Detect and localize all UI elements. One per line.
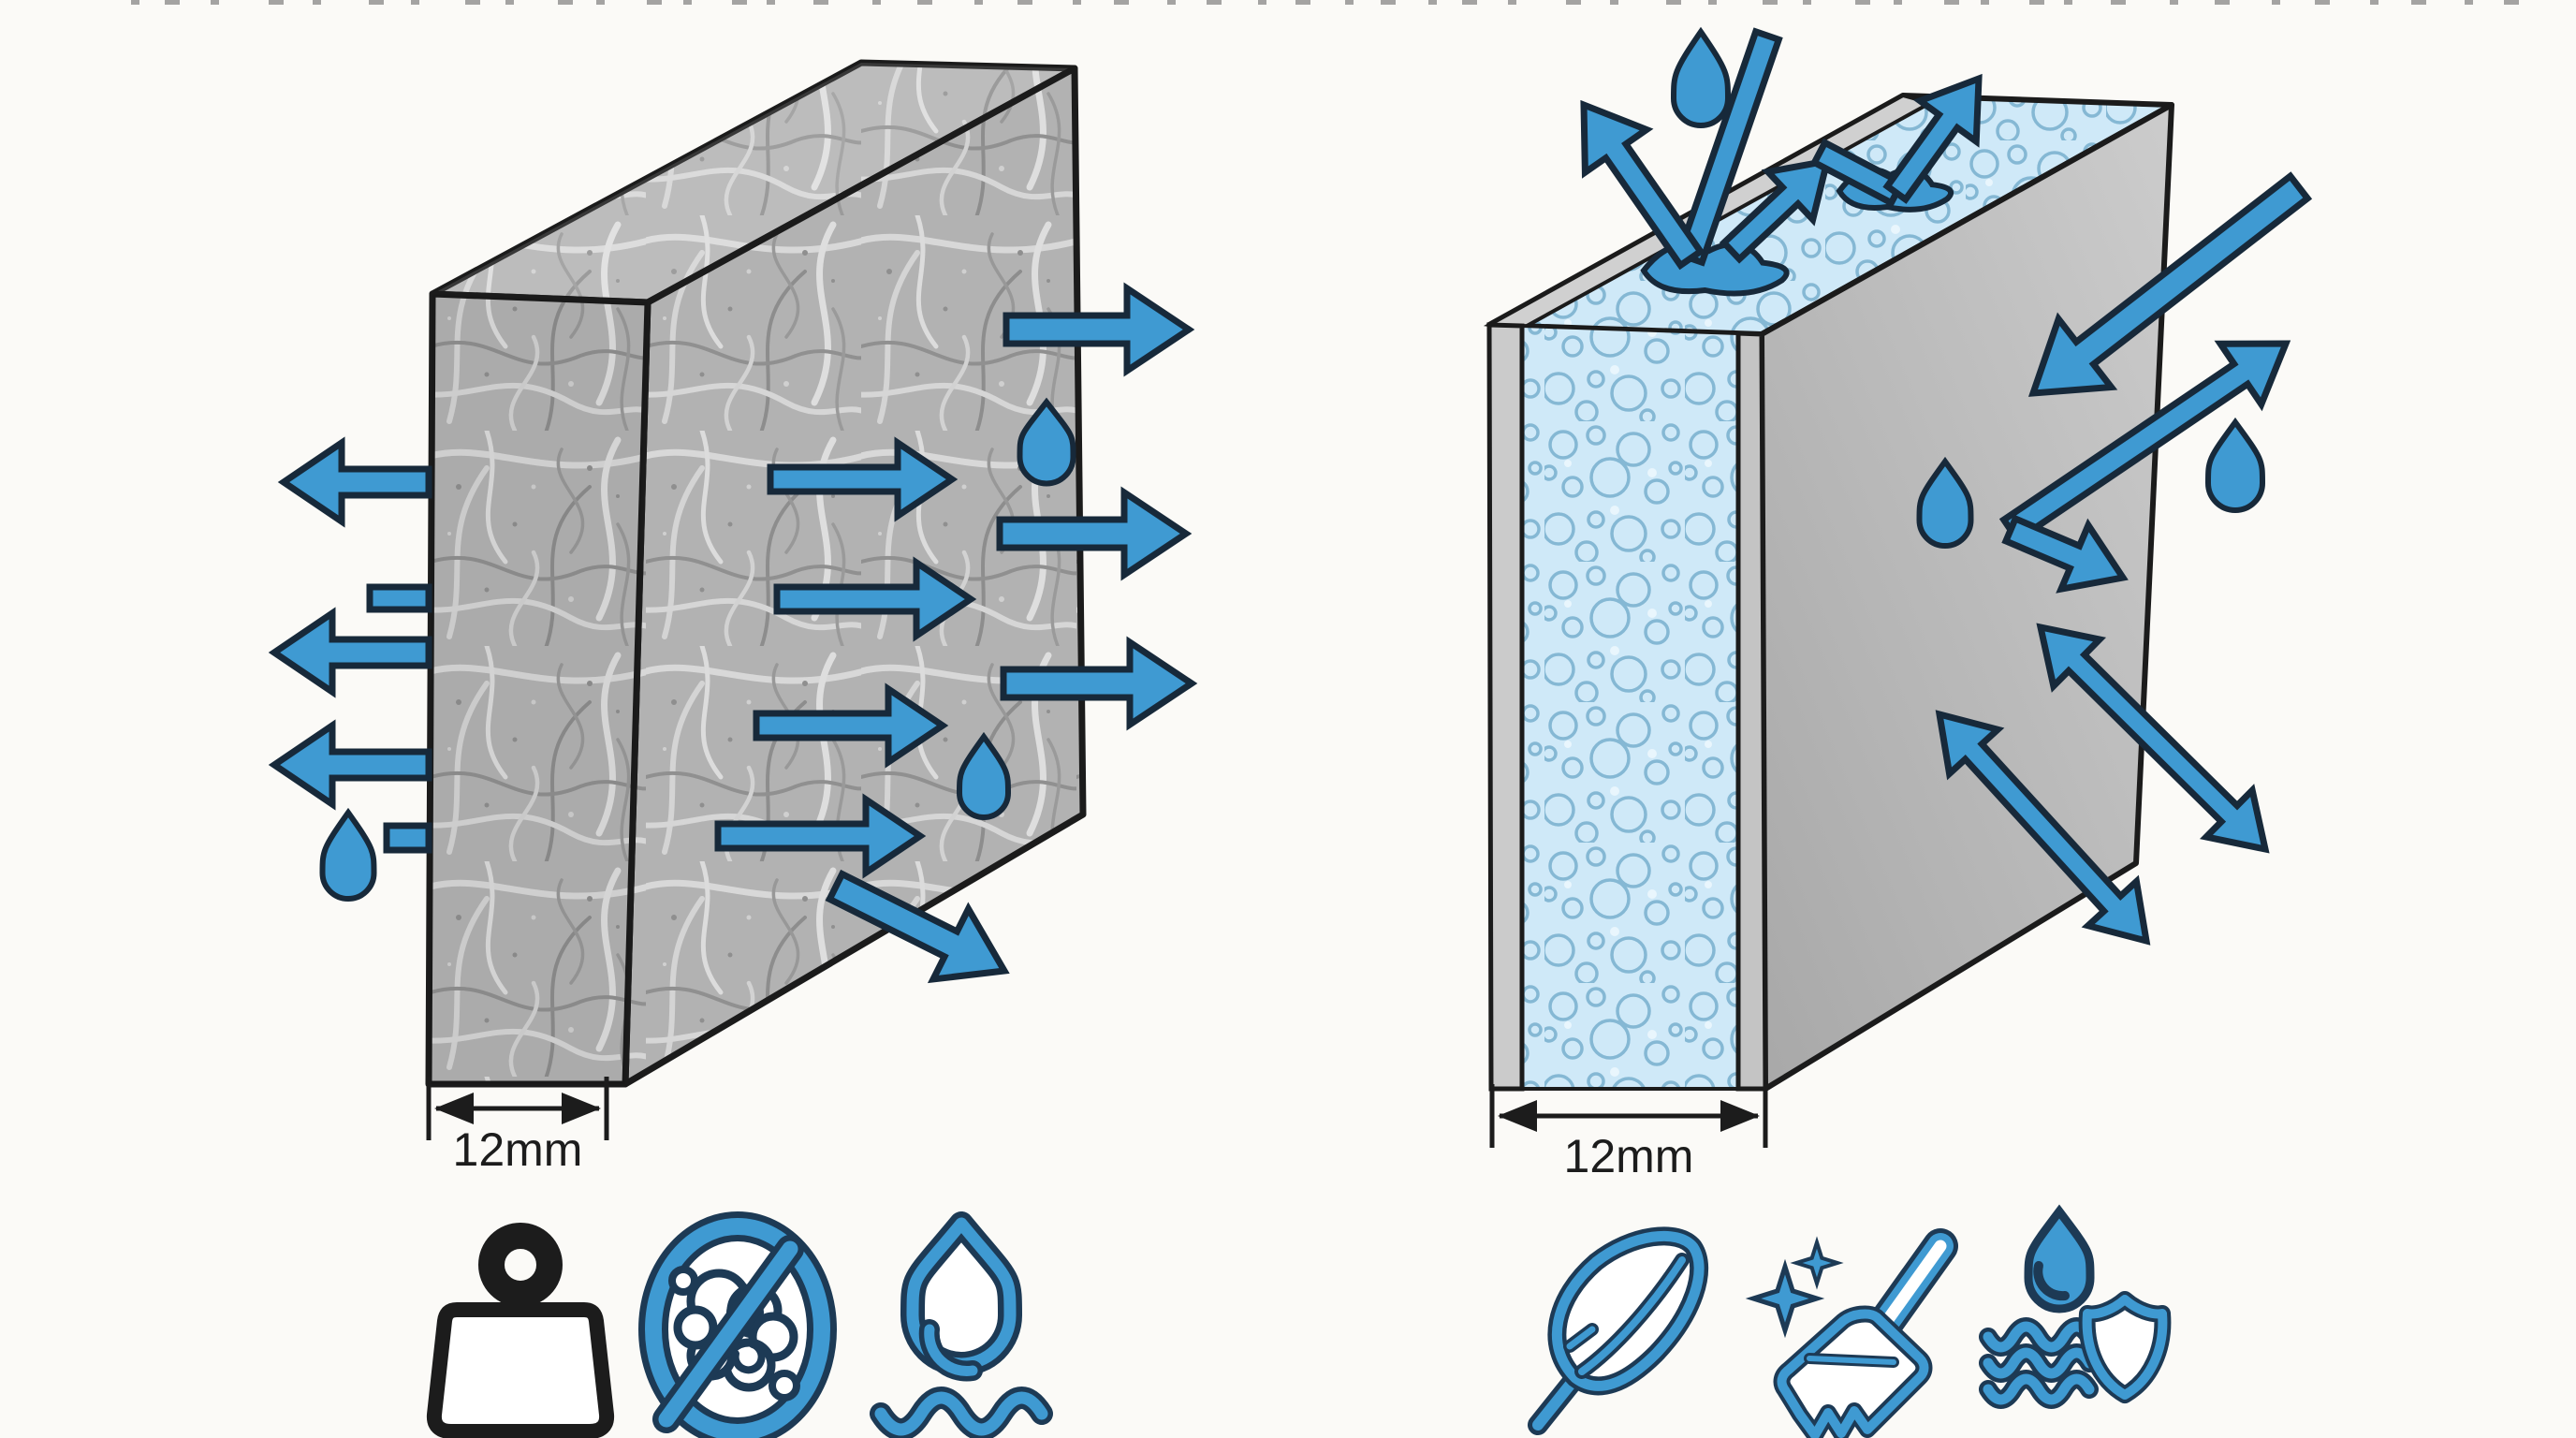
water-droplet [1017,397,1076,487]
icon-droplet-wave [870,1211,1053,1438]
arrow-vapor-out-left-2 [268,607,432,698]
arrow-deflect-down-right [2001,514,2129,594]
water-droplet [956,731,1012,820]
arrow-vapor-through-1 [767,436,959,522]
arrow-double-diagonal-2 [1935,710,2151,946]
arrow-bounce-up-middle [1719,156,1832,264]
arrow-double-diagonal-1 [2036,623,2270,854]
panel-breathable-fiber-board [268,59,1198,1438]
panel-waterproof-sandwich [1483,26,2313,1438]
thickness-label-right: 12mm [1564,1130,1694,1182]
arrow-vapor-out-right-3 [1000,636,1198,731]
arrow-vapor-through-2 [773,556,977,642]
top-edge-marks [131,0,2519,5]
arrow-vapor-out-right-2 [996,486,1193,581]
arrow-vapor-out-left-3 [268,719,432,811]
arrow-bounce-up-left [1580,99,1705,271]
arrow-vapor-stub-left-1 [366,583,432,613]
thickness-dimension [426,1077,609,1140]
arrow-vapor-out-bottom-diagonal [825,869,1010,984]
icon-weight [426,1223,615,1438]
arrow-rain-in-1 [1675,27,1783,267]
arrow-vapor-through-4 [714,793,927,879]
block-narrow-face [425,290,651,1088]
thickness-dimension [1489,1084,1768,1148]
water-droplet [1916,456,1974,549]
arrow-vapor-out-left-1 [277,436,432,528]
block-skin-strip-right [1735,330,1768,1092]
water-droplet [1670,26,1732,128]
icon-no-mold [638,1211,837,1438]
icon-feather [1528,1226,1709,1435]
arrow-vapor-out-right-1 [1003,282,1195,377]
block-core-foam [1520,323,1740,1091]
water-droplet [319,807,377,902]
arrow-bounce-up-right [1882,73,1983,204]
arrow-incoming-diagonal [2027,171,2313,397]
arrow-deflect-up-right [1998,340,2291,545]
water-droplet [2204,417,2266,513]
icon-droplet-waves-shield [1979,1204,2172,1409]
arrow-vapor-stub-left-2 [383,822,432,854]
thickness-label-left: 12mm [453,1123,583,1176]
arrow-vapor-through-3 [753,682,949,769]
icon-sparkle-broom [1745,1228,1958,1438]
block-skin-strip-left [1486,322,1525,1092]
